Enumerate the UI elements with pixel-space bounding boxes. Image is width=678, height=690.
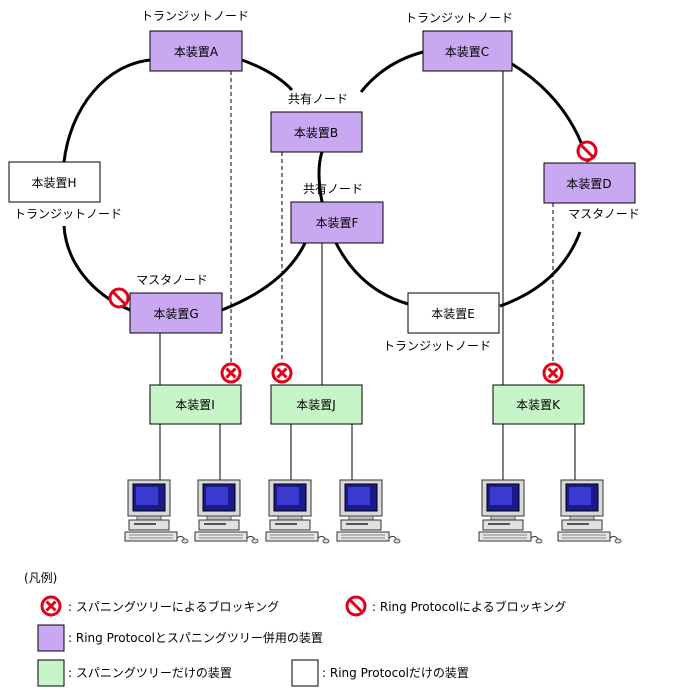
legend-ring-block-icon bbox=[345, 595, 367, 617]
svg-text:本装置D: 本装置D bbox=[566, 177, 611, 191]
node-E[interactable]: 本装置E bbox=[407, 292, 500, 334]
node-F[interactable]: 本装置F bbox=[290, 201, 384, 244]
svg-text:本装置J: 本装置J bbox=[296, 398, 336, 412]
legend-ring-block-text: : Ring Protocolによるブロッキング bbox=[372, 599, 566, 614]
uplinks bbox=[159, 71, 504, 385]
svg-text:本装置I: 本装置I bbox=[175, 398, 215, 412]
node-G[interactable]: 本装置G bbox=[129, 292, 223, 334]
svg-text:本装置H: 本装置H bbox=[31, 176, 76, 190]
role-label-E: トランジットノード bbox=[383, 339, 491, 353]
svg-text:本装置A: 本装置A bbox=[174, 45, 219, 59]
ring-block-icon bbox=[108, 287, 130, 309]
stp-block-icon bbox=[542, 362, 564, 384]
svg-text:本装置F: 本装置F bbox=[316, 216, 359, 230]
legend-stp-only-swatch bbox=[37, 659, 65, 687]
legend-ring-and-stp-text: : Ring Protocolとスパニングツリー併用の装置 bbox=[68, 631, 323, 645]
computer-icon bbox=[194, 479, 259, 544]
svg-text:本装置K: 本装置K bbox=[516, 398, 561, 412]
role-label-H: トランジットノード bbox=[14, 207, 122, 221]
ring-block-icon bbox=[576, 140, 598, 162]
stp-block-icon bbox=[271, 362, 293, 384]
legend-title: (凡例) bbox=[24, 571, 57, 585]
legend-stp-block-text: : スパニングツリーによるブロッキング bbox=[68, 599, 279, 614]
node-K[interactable]: 本装置K bbox=[492, 384, 585, 425]
svg-text:本装置C: 本装置C bbox=[445, 45, 489, 59]
legend-stp-block-icon bbox=[40, 595, 62, 617]
node-I[interactable]: 本装置I bbox=[149, 384, 242, 425]
node-H[interactable]: 本装置H bbox=[8, 161, 101, 203]
legend-ring-only-swatch bbox=[291, 659, 319, 687]
computer-icon bbox=[336, 479, 401, 544]
legend-stp-only-text: : スパニングツリーだけの装置 bbox=[68, 666, 232, 680]
svg-text:本装置G: 本装置G bbox=[153, 307, 198, 321]
pc-links bbox=[159, 424, 576, 480]
role-label-D: マスタノード bbox=[568, 207, 640, 221]
node-A[interactable]: 本装置A bbox=[149, 30, 243, 72]
legend-ring-only-text: : Ring Protocolだけの装置 bbox=[322, 666, 469, 680]
node-C[interactable]: 本装置C bbox=[422, 30, 513, 72]
computer-icon bbox=[124, 479, 189, 544]
role-label-F: 共有ノード bbox=[303, 182, 363, 196]
node-D[interactable]: 本装置D bbox=[543, 162, 636, 204]
role-label-B: 共有ノード bbox=[288, 92, 348, 106]
stp-block-icon bbox=[220, 362, 242, 384]
computer-icon bbox=[478, 479, 543, 544]
svg-text:本装置B: 本装置B bbox=[294, 126, 338, 140]
computer-icon bbox=[265, 479, 330, 544]
role-label-A: トランジットノード bbox=[141, 9, 249, 23]
computer-icon bbox=[557, 479, 622, 544]
role-label-G: マスタノード bbox=[136, 273, 208, 287]
node-B[interactable]: 本装置B bbox=[270, 111, 363, 153]
role-label-C: トランジットノード bbox=[405, 11, 513, 25]
blocked-uplinks bbox=[230, 71, 554, 362]
svg-text:本装置E: 本装置E bbox=[431, 307, 475, 321]
node-J[interactable]: 本装置J bbox=[270, 384, 363, 425]
legend-ring-and-stp-swatch bbox=[37, 624, 65, 652]
shared-link bbox=[317, 151, 324, 203]
legend: (凡例) : スパニングツリーによるブロッキング : Ring Protocol… bbox=[24, 571, 566, 687]
